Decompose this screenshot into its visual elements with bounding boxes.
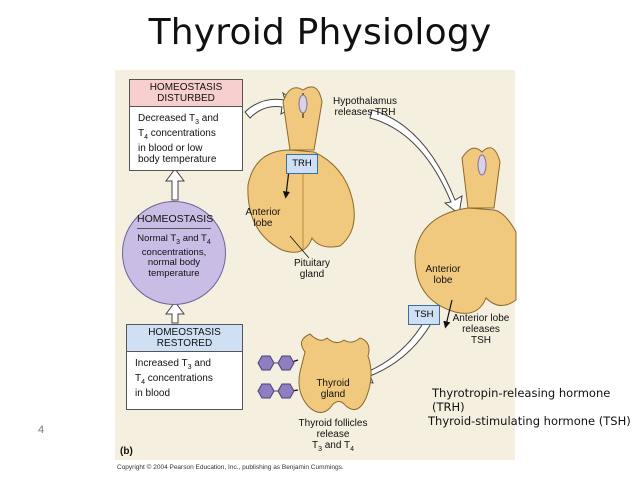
page-number: 4 [38,424,45,436]
restored-body: Increased T3 and T4 concentrations in bl… [127,352,242,405]
follicles-line3: T3 and T4 [311,440,355,453]
hypothalamus-line1: Hypothalamus [333,96,397,107]
follicles-line1: Thyroid follicles [298,418,368,429]
legend-trh: Thyrotropin-releasing hormone (TRH) [432,386,611,414]
restored-header: HOMEOSTASIS RESTORED [127,325,242,352]
legend-tsh: Thyroid-stimulating hormone (TSH) [428,414,631,428]
restored-line3: in blood [135,388,171,399]
restored-header-line1: HOMEOSTASIS [148,327,221,338]
arrow-restored-to-homeostasis [165,301,185,324]
follicles-label: Thyroid follicles release T3 and T4 [283,418,383,455]
anterior-lobe-left-line1: Anterior [245,207,281,218]
follicles-line2: release [316,429,350,440]
anterior-releases-line2: releases [462,324,500,335]
disturbed-header: HOMEOSTASIS DISTURBED [130,80,242,107]
anterior-lobe-right-label: Anterior lobe [418,264,468,286]
anterior-releases-label: Anterior lobe releases TSH [447,313,515,346]
homeostasis-body: Normal T3 and T4 concentrations, normal … [123,232,225,280]
disturbed-line3: in blood or low [138,143,203,154]
thyroid-gland-illustration [282,333,372,413]
disturbed-header-line2: DISTURBED [157,93,215,104]
trh-tag: TRH [286,154,318,174]
disturbed-line1: Decreased T3 and [138,113,219,126]
homeostasis-circle: HOMEOSTASIS Normal T3 and T4 concentrati… [122,201,226,305]
pituitary-gland-right [414,147,517,329]
copyright-notice: Copyright © 2004 Pearson Education, Inc.… [117,464,344,471]
panel-label: (b) [120,446,133,457]
anterior-releases-line1: Anterior lobe [452,313,510,324]
anterior-lobe-right-line2: lobe [433,275,453,286]
disturbed-header-line1: HOMEOSTASIS [149,82,223,93]
pituitary-gland-left [247,86,355,259]
thyroid-gland-line1: Thyroid [316,378,350,389]
disturbed-body: Decreased T3 and T4 concentrations in bl… [130,107,242,171]
disturbed-line4: body temperature [138,154,217,165]
hypothalamus-line2: releases TRH [334,107,396,118]
anterior-releases-line3: TSH [471,335,491,346]
homeostasis-line3: normal body [147,257,201,269]
hormone-legend: Thyrotropin-releasing hormone (TRH) Thyr… [428,386,632,428]
homeostasis-header: HOMEOSTASIS [137,214,213,229]
thyroid-gland-label: Thyroid gland [309,378,357,400]
arrow-homeostasis-to-disturbed [165,168,185,201]
disturbed-line2: T4 concentrations [138,128,216,141]
thyroid-gland-line2: gland [320,389,346,400]
homeostasis-line2: concentrations, [141,246,207,258]
homeostasis-disturbed-box: HOMEOSTASIS DISTURBED Decreased T3 and T… [129,79,243,171]
hypothalamus-label: Hypothalamus releases TRH [325,96,405,118]
anterior-lobe-left-label: Anterior lobe [238,207,288,229]
pituitary-line1: Pituitary [293,258,331,269]
arrow-hypothalamus-to-pituitary-right [369,109,463,215]
restored-line1: Increased T3 and [135,358,211,371]
pituitary-label: Pituitary gland [287,258,337,280]
pituitary-line2: gland [299,269,325,280]
hormone-molecules [257,355,295,399]
anterior-lobe-right-line1: Anterior [425,264,461,275]
restored-header-line2: RESTORED [156,338,213,349]
tsh-tag: TSH [408,305,440,325]
anterior-lobe-left-line2: lobe [253,218,273,229]
homeostasis-line1: Normal T3 and T4 [137,232,211,246]
restored-line2: T4 concentrations [135,373,213,386]
homeostasis-restored-box: HOMEOSTASIS RESTORED Increased T3 and T4… [126,324,243,410]
homeostasis-line4: temperature [148,267,200,279]
slide-title: Thyroid Physiology [148,12,492,53]
